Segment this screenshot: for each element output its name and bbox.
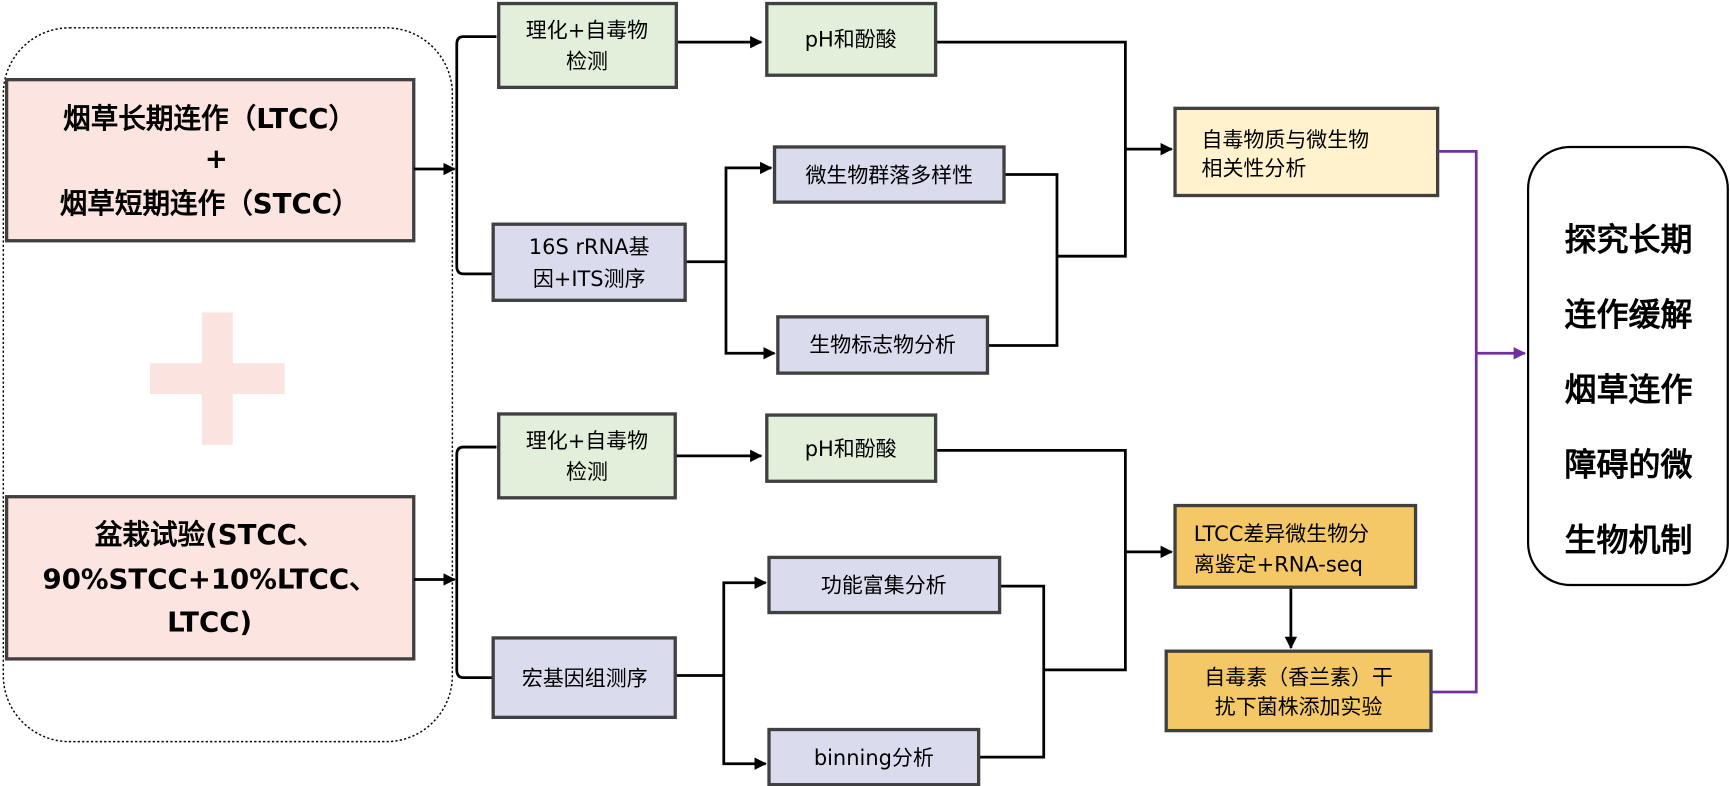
- box-label: +: [205, 142, 228, 175]
- goal-box: 探究长期 连作缓解 烟草连作 障碍的微 生物机制: [1526, 145, 1729, 587]
- box-label: 烟草长期连作（LTCC）: [63, 102, 356, 135]
- bottom-connectors: [413, 445, 1298, 770]
- top-physchem-box: 理化+自毒物 检测: [497, 1, 678, 90]
- isolation-box: LTCC差异微生物分 离鉴定+RNA-seq: [1173, 503, 1418, 589]
- box-label: 90%STCC+10%LTCC、: [43, 562, 377, 595]
- box-label: 生物标志物分析: [809, 333, 956, 357]
- correlation-box: 自毒物质与微生物 相关性分析: [1173, 106, 1440, 198]
- box-label: pH和酚酸: [805, 28, 897, 52]
- box-label: LTCC): [167, 605, 252, 638]
- box-label: 宏基因组测序: [522, 666, 648, 690]
- box-label: 障碍的微: [1565, 446, 1693, 484]
- top-sequencing-box: 16S rRNA基 因+ITS测序: [491, 222, 687, 302]
- box-label: 相关性分析: [1202, 157, 1307, 181]
- plus-icon: [150, 312, 285, 445]
- box-label: 检测: [566, 460, 608, 484]
- box-label: 微生物群落多样性: [805, 163, 973, 187]
- box-label: 扰下菌株添加实验: [1215, 695, 1383, 719]
- bottom-ph-box: pH和酚酸: [765, 413, 938, 483]
- box-label: 离鉴定+RNA-seq: [1194, 553, 1363, 577]
- box-label: 因+ITS测序: [533, 267, 646, 291]
- box-label: 理化+自毒物: [526, 19, 648, 43]
- box-label: 烟草短期连作（STCC）: [60, 187, 360, 220]
- pot-experiment-box: 盆栽试验(STCC、 90%STCC+10%LTCC、 LTCC): [4, 495, 416, 661]
- purple-connectors: [1431, 149, 1527, 694]
- enrichment-box: 功能富集分析: [767, 555, 1002, 615]
- box-label: pH和酚酸: [805, 437, 897, 461]
- box-label: 探究长期: [1565, 221, 1693, 259]
- field-treatment-box: 烟草长期连作（LTCC） + 烟草短期连作（STCC）: [4, 78, 416, 243]
- box-label: 自毒素（香兰素）干: [1204, 665, 1393, 689]
- box-label: 16S rRNA基: [529, 235, 650, 259]
- box-label: 生物机制: [1565, 521, 1693, 559]
- box-label: 功能富集分析: [821, 574, 947, 598]
- box-label: 检测: [566, 50, 608, 74]
- top-connectors: [413, 35, 1173, 360]
- bottom-physchem-box: 理化+自毒物 检测: [497, 412, 677, 500]
- box-label: binning分析: [814, 746, 934, 770]
- box-label: 盆栽试验(STCC、: [95, 518, 325, 551]
- box-label: 连作缓解: [1565, 296, 1693, 334]
- metagenome-box: 宏基因组测序: [491, 636, 677, 720]
- box-label: 自毒物质与微生物: [1202, 128, 1370, 152]
- box-label: LTCC差异微生物分: [1194, 522, 1369, 546]
- binning-box: binning分析: [767, 727, 981, 786]
- top-ph-box: pH和酚酸: [765, 1, 938, 77]
- diversity-box: 微生物群落多样性: [772, 145, 1006, 204]
- box-label: 理化+自毒物: [526, 429, 648, 453]
- biomarker-box: 生物标志物分析: [776, 315, 990, 375]
- experiment-group-container: [2, 27, 454, 743]
- box-label: 烟草连作: [1565, 371, 1693, 409]
- addition-experiment-box: 自毒素（香兰素）干 扰下菌株添加实验: [1164, 649, 1433, 733]
